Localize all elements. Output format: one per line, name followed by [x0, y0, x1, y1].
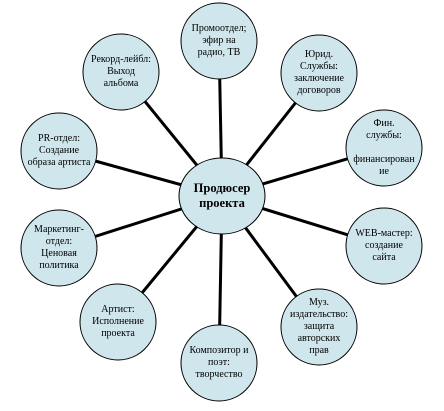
node-composer [180, 324, 258, 402]
node-promo [180, 2, 258, 80]
node-artist [79, 283, 157, 361]
node-web [345, 207, 423, 285]
node-marketing [20, 209, 98, 287]
center-node [178, 157, 266, 235]
node-pr [20, 112, 98, 190]
node-finance [345, 109, 423, 187]
node-publisher [280, 288, 358, 366]
node-legal [280, 34, 358, 112]
node-label [82, 33, 160, 111]
